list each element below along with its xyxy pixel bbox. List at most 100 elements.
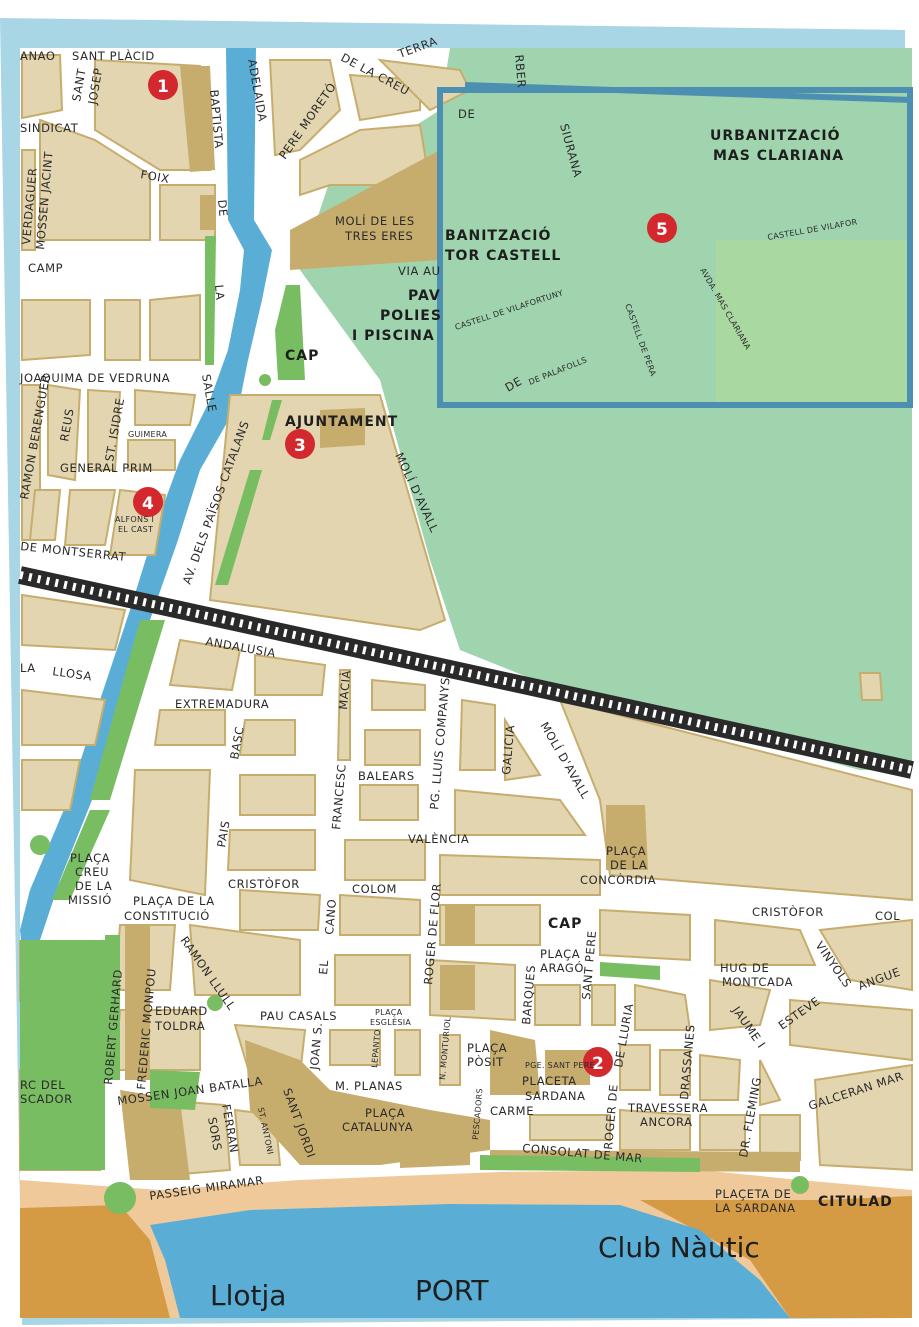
label-cap-2: CAP — [548, 916, 582, 932]
svg-text:BALEARS: BALEARS — [358, 769, 415, 783]
svg-text:JOSEP: JOSEP — [85, 67, 105, 107]
svg-text:DE: DE — [458, 107, 475, 121]
label-parc-2: SCADOR — [20, 1092, 73, 1106]
label-esglesia-2: ESGLÉSIA — [370, 1016, 411, 1027]
label-creu-1: PLAÇA — [70, 851, 110, 865]
svg-text:BAPTISTA: BAPTISTA — [207, 89, 226, 149]
svg-text:GENERAL PRIM: GENERAL PRIM — [60, 461, 153, 475]
inset-frame — [437, 82, 913, 408]
svg-text:TRAVESSERA: TRAVESSERA — [627, 1101, 708, 1115]
label-arago-2: ARAGÓ — [540, 960, 584, 975]
label-club-nautic: Club Nàutic — [598, 1231, 760, 1264]
svg-text:PGE. SANT PERE: PGE. SANT PERE — [525, 1061, 595, 1070]
svg-text:MACIÀ: MACIÀ — [335, 669, 353, 710]
label-port: PORT — [415, 1274, 489, 1307]
label-moli-2: TRES ERES — [344, 229, 413, 243]
label-creu-4: MISSIÓ — [68, 892, 112, 907]
svg-text:EDUARD: EDUARD — [155, 1004, 208, 1018]
label-alfons-2: EL CAST — [118, 525, 153, 534]
svg-text:LA: LA — [20, 661, 36, 675]
harbour-left — [20, 1205, 170, 1318]
svg-text:2: 2 — [592, 1054, 604, 1074]
label-posit-1: PLAÇA — [467, 1041, 507, 1055]
svg-text:1: 1 — [157, 77, 169, 97]
svg-text:JOAQUIMA DE VEDRUNA: JOAQUIMA DE VEDRUNA — [19, 371, 170, 385]
svg-text:CRISTÒFOR: CRISTÒFOR — [752, 904, 824, 919]
green-areas — [20, 236, 809, 1214]
label-esglesia-1: PLAÇA — [375, 1008, 403, 1017]
svg-text:PESCADORS: PESCADORS — [471, 1088, 484, 1140]
svg-text:VERDAGUER: VERDAGUER — [19, 167, 40, 245]
svg-text:SANT PLÀCID: SANT PLÀCID — [72, 48, 155, 63]
label-urb-mas-2: MAS CLARIANA — [713, 148, 844, 164]
harbour-right — [640, 1196, 912, 1318]
label-pav-3: I PISCINA — [352, 328, 435, 344]
label-catalunya-2: CATALUNYA — [342, 1120, 413, 1134]
label-cap-1: CAP — [285, 348, 319, 364]
svg-text:FOIX: FOIX — [139, 167, 170, 186]
inset-green — [716, 240, 912, 405]
label-pav-1: PAV — [408, 288, 441, 304]
canal — [20, 48, 272, 970]
label-urb-castell-2: TOR CASTELL — [445, 248, 561, 264]
svg-text:SINDICAT: SINDICAT — [20, 121, 79, 135]
svg-text:PAU CASALS: PAU CASALS — [260, 1009, 337, 1023]
svg-text:CARME: CARME — [490, 1104, 534, 1118]
label-placeta-2: LA SARDANA — [715, 1201, 796, 1215]
svg-text:MONTCADA: MONTCADA — [722, 975, 793, 989]
label-moli-1: MOLÍ DE LES — [335, 213, 415, 228]
pin-5[interactable]: 5 — [647, 213, 677, 243]
label-constitucio-2: CONSTITUCIÓ — [124, 908, 210, 923]
svg-text:LA: LA — [212, 284, 227, 301]
svg-text:COLOM: COLOM — [352, 882, 397, 896]
pin-3[interactable]: 3 — [285, 429, 315, 459]
svg-text:EXTREMADURA: EXTREMADURA — [175, 697, 269, 711]
svg-text:4: 4 — [142, 494, 154, 514]
svg-text:RBER: RBER — [512, 54, 529, 89]
label-urb-mas-1: URBANITZACIÓ — [710, 126, 841, 144]
label-urb-castell-1: BANITZACIÓ — [445, 226, 551, 244]
svg-text:SORS: SORS — [205, 1116, 225, 1152]
svg-text:ANCORA: ANCORA — [640, 1115, 693, 1129]
label-placeta-1: PLAÇETA DE — [715, 1187, 791, 1201]
svg-text:CAMP: CAMP — [28, 261, 63, 275]
svg-text:PAIS: PAIS — [214, 819, 233, 848]
svg-text:DRASSANES: DRASSANES — [677, 1024, 698, 1100]
label-parc-1: RC DEL — [20, 1078, 65, 1092]
svg-text:CRISTÒFOR: CRISTÒFOR — [228, 876, 300, 891]
svg-text:VALÈNCIA: VALÈNCIA — [408, 831, 469, 846]
svg-text:GALICIA: GALICIA — [499, 724, 517, 775]
label-creu-3: DE LA — [75, 879, 112, 893]
label-pav-2: POLIES — [380, 308, 442, 324]
svg-text:BARQUES: BARQUES — [519, 964, 538, 1025]
svg-text:SANT PERE: SANT PERE — [579, 930, 599, 1000]
pin-2[interactable]: 2 — [583, 1047, 613, 1077]
svg-text:GUIMERA: GUIMERA — [128, 430, 167, 439]
svg-text:FRANCESC: FRANCESC — [329, 763, 349, 830]
svg-text:JOAN S.: JOAN S. — [307, 1022, 325, 1072]
label-sardana-2: SARDANA — [525, 1089, 586, 1103]
svg-text:BASC: BASC — [227, 725, 247, 760]
svg-text:5: 5 — [656, 220, 668, 240]
svg-text:CANO: CANO — [322, 898, 339, 935]
pin-4[interactable]: 4 — [133, 487, 163, 517]
label-ajuntament: AJUNTAMENT — [285, 414, 398, 430]
svg-text:ROGER DE: ROGER DE — [601, 1083, 621, 1150]
svg-text:REUS: REUS — [57, 407, 77, 442]
svg-text:LLOSA: LLOSA — [52, 664, 93, 683]
pin-1[interactable]: 1 — [148, 70, 178, 100]
label-constitucio-1: PLAÇA DE LA — [133, 894, 215, 908]
svg-text:TOLDRA: TOLDRA — [154, 1019, 205, 1033]
label-llotja: Llotja — [210, 1279, 286, 1312]
svg-text:DE: DE — [215, 199, 230, 217]
svg-text:HUG DE: HUG DE — [720, 961, 769, 975]
label-creu-2: CREU — [75, 865, 109, 879]
svg-text:LEPANTO: LEPANTO — [370, 1029, 382, 1068]
railway-track — [18, 566, 914, 779]
svg-text:3: 3 — [294, 436, 306, 456]
label-sardana-1: PLACETA — [522, 1074, 577, 1088]
svg-text:SANT: SANT — [69, 67, 89, 103]
label-posit-2: PÒSIT — [467, 1054, 504, 1069]
svg-text:VIA AU: VIA AU — [398, 264, 441, 278]
